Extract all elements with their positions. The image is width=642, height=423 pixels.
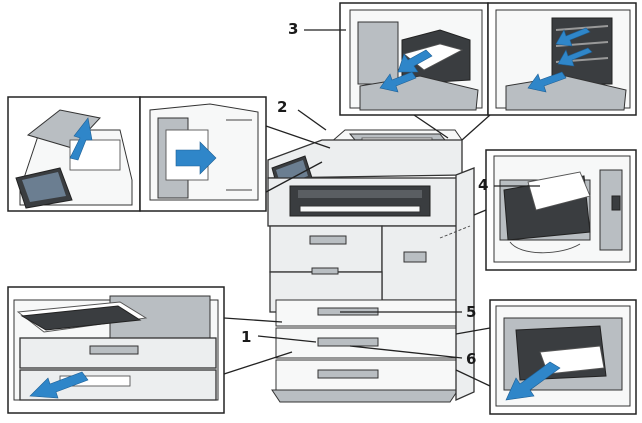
inset-feeder-top-cover [7, 96, 141, 212]
blue-arrow-icon [505, 361, 561, 401]
blue-arrow-icon [557, 47, 593, 67]
printer-main [267, 129, 475, 403]
inset-lower-door [489, 299, 637, 415]
callout-5: 5 [466, 303, 476, 321]
inset-feeder-inner-cover [139, 96, 267, 212]
callout-6: 6 [466, 350, 476, 368]
blue-arrow-icon [555, 27, 591, 47]
inset-fuser [485, 149, 637, 271]
blue-arrow-icon [69, 117, 93, 161]
blue-arrow-icon [175, 141, 217, 175]
callout-1: 1 [241, 328, 251, 346]
inset-tray-left [7, 286, 225, 414]
inset-rear-door-left [339, 2, 489, 116]
inset-rear-door-right [487, 2, 637, 116]
callout-2: 2 [277, 98, 287, 116]
blue-arrow-icon [397, 49, 433, 73]
blue-arrow-icon [527, 71, 567, 93]
blue-arrow-icon [379, 71, 417, 93]
callout-3: 3 [288, 20, 298, 38]
callout-4: 4 [478, 176, 488, 194]
blue-arrow-icon [29, 371, 89, 399]
